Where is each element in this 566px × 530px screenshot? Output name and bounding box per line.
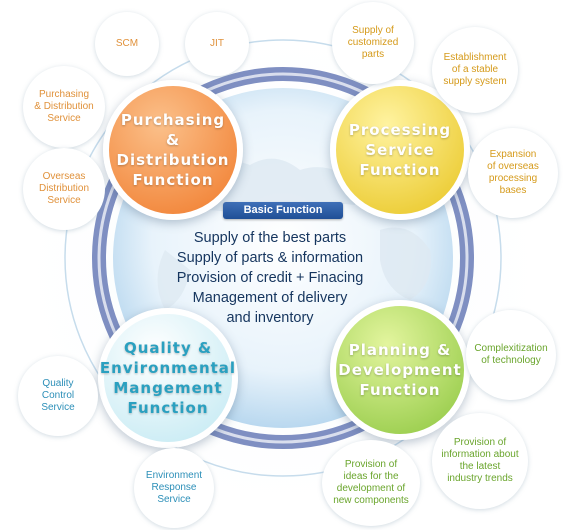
service-label: Purchasing & Distribution Service (34, 89, 94, 124)
service-customized-parts: Supply of customized parts (332, 2, 414, 84)
service-label: Provision of information about the lates… (441, 437, 519, 484)
function-label: Purchasing & Distribution Function (116, 111, 230, 189)
service-environment-response: Environment Response Service (134, 448, 214, 528)
service-industry-trends: Provision of information about the lates… (432, 413, 528, 509)
function-quality-environmental: Quality & Environmental Mangement Functi… (98, 308, 238, 448)
service-label: Quality Control Service (41, 378, 75, 413)
service-quality-control: Quality Control Service (18, 356, 98, 436)
function-label: Planning & Development Function (338, 341, 462, 399)
service-scm: SCM (95, 12, 159, 76)
function-label: Processing Service Function (348, 121, 452, 179)
outer-orbit-ring (64, 39, 502, 477)
function-processing-service: Processing Service Function (330, 80, 470, 220)
service-label: SCM (115, 38, 139, 49)
service-stable-supply-system: Establishment of a stable supply system (432, 27, 518, 113)
service-overseas-processing-bases: Expansion of overseas processing bases (468, 128, 558, 218)
map-landmass (380, 227, 431, 300)
service-complexitization-technology: Complexitization of technology (466, 310, 556, 400)
map-landmass (157, 250, 190, 310)
main-ring-highlight (97, 72, 469, 444)
function-label: Quality & Environmental Mangement Functi… (99, 339, 237, 417)
service-label: Expansion of overseas processing bases (487, 149, 539, 196)
function-planning-development: Planning & Development Function (330, 300, 470, 440)
service-label: Environment Response Service (145, 470, 203, 505)
service-new-components-ideas: Provision of ideas for the development o… (322, 440, 420, 526)
basic-function-badge: Basic Function (223, 202, 343, 219)
service-label: Overseas Distribution Service (38, 171, 90, 206)
service-label: JIT (210, 38, 224, 49)
service-label: Supply of customized parts (347, 25, 399, 60)
service-overseas-distribution: Overseas Distribution Service (23, 148, 105, 230)
service-label: Provision of ideas for the development o… (333, 459, 409, 506)
service-label: Complexitization of technology (474, 343, 548, 366)
service-purchasing-distribution: Purchasing & Distribution Service (23, 66, 105, 148)
basic-function-text: Supply of the best parts Supply of parts… (176, 230, 364, 326)
function-purchasing-distribution: Purchasing & Distribution Function (103, 80, 243, 220)
service-label: Establishment of a stable supply system (443, 52, 507, 87)
service-jit: JIT (185, 12, 249, 76)
